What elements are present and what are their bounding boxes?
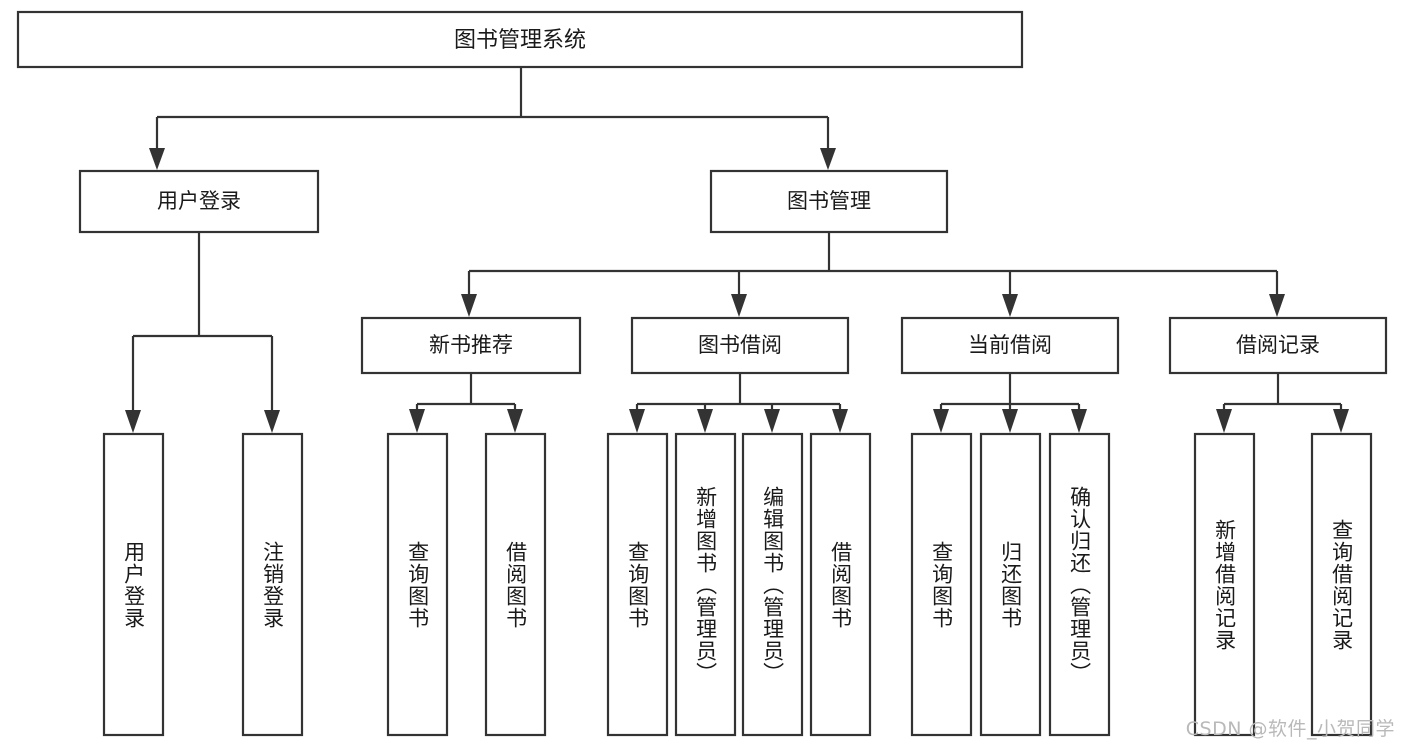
root-box xyxy=(16,10,1024,69)
book-management-label: 图书管理 xyxy=(787,189,871,213)
connector-book-borrow-to-leaves xyxy=(629,373,848,433)
leaf-box-new-book-1[interactable] xyxy=(386,432,449,737)
new-book-recommend-label: 新书推荐 xyxy=(429,333,513,357)
node-user-login[interactable]: 用户登录 xyxy=(78,169,320,234)
leaf-box-book-borrow-4[interactable] xyxy=(809,432,872,737)
node-root[interactable]: 图书管理系统 xyxy=(16,10,1024,69)
current-borrow-label: 当前借阅 xyxy=(968,333,1052,357)
connector-book-management-to-level3 xyxy=(461,232,1285,317)
leaf-box-current-borrow-1[interactable] xyxy=(910,432,973,737)
root-label: 图书管理系统 xyxy=(454,28,586,53)
leaf-box-user-login-1[interactable] xyxy=(102,432,165,737)
new-book-recommend-box xyxy=(360,316,582,375)
leaf-box-current-borrow-3[interactable] xyxy=(1048,432,1111,737)
user-login-label: 用户登录 xyxy=(157,189,241,213)
book-borrow-label: 图书借阅 xyxy=(698,333,782,357)
node-current-borrow[interactable]: 当前借阅 xyxy=(900,316,1120,375)
node-book-management[interactable]: 图书管理 xyxy=(709,169,949,234)
watermark-text: CSDN @软件_小贺同学 xyxy=(1185,718,1395,740)
connector-new-book-recommend-to-leaves xyxy=(409,373,523,433)
node-new-book-recommend[interactable]: 新书推荐 xyxy=(360,316,582,375)
connector-current-borrow-to-leaves xyxy=(933,373,1087,433)
leaf-box-book-borrow-1[interactable] xyxy=(606,432,669,737)
leaf-box-book-borrow-2[interactable] xyxy=(674,432,737,737)
user-login-box xyxy=(78,169,320,234)
connector-user-login-to-leaves xyxy=(125,232,280,433)
leaf-box-current-borrow-2[interactable] xyxy=(979,432,1042,737)
borrow-record-label: 借阅记录 xyxy=(1236,333,1320,357)
node-borrow-record[interactable]: 借阅记录 xyxy=(1168,316,1388,375)
current-borrow-box xyxy=(900,316,1120,375)
leaf-box-borrow-record-2[interactable] xyxy=(1310,432,1373,737)
leaf-box-user-login-2[interactable] xyxy=(241,432,304,737)
leaf-box-new-book-2[interactable] xyxy=(484,432,547,737)
leaf-box-borrow-record-1[interactable] xyxy=(1193,432,1256,737)
connector-borrow-record-to-leaves xyxy=(1216,373,1349,433)
node-book-borrow[interactable]: 图书借阅 xyxy=(630,316,850,375)
connector-root-to-level2 xyxy=(149,67,836,170)
leaf-box-book-borrow-3[interactable] xyxy=(741,432,804,737)
